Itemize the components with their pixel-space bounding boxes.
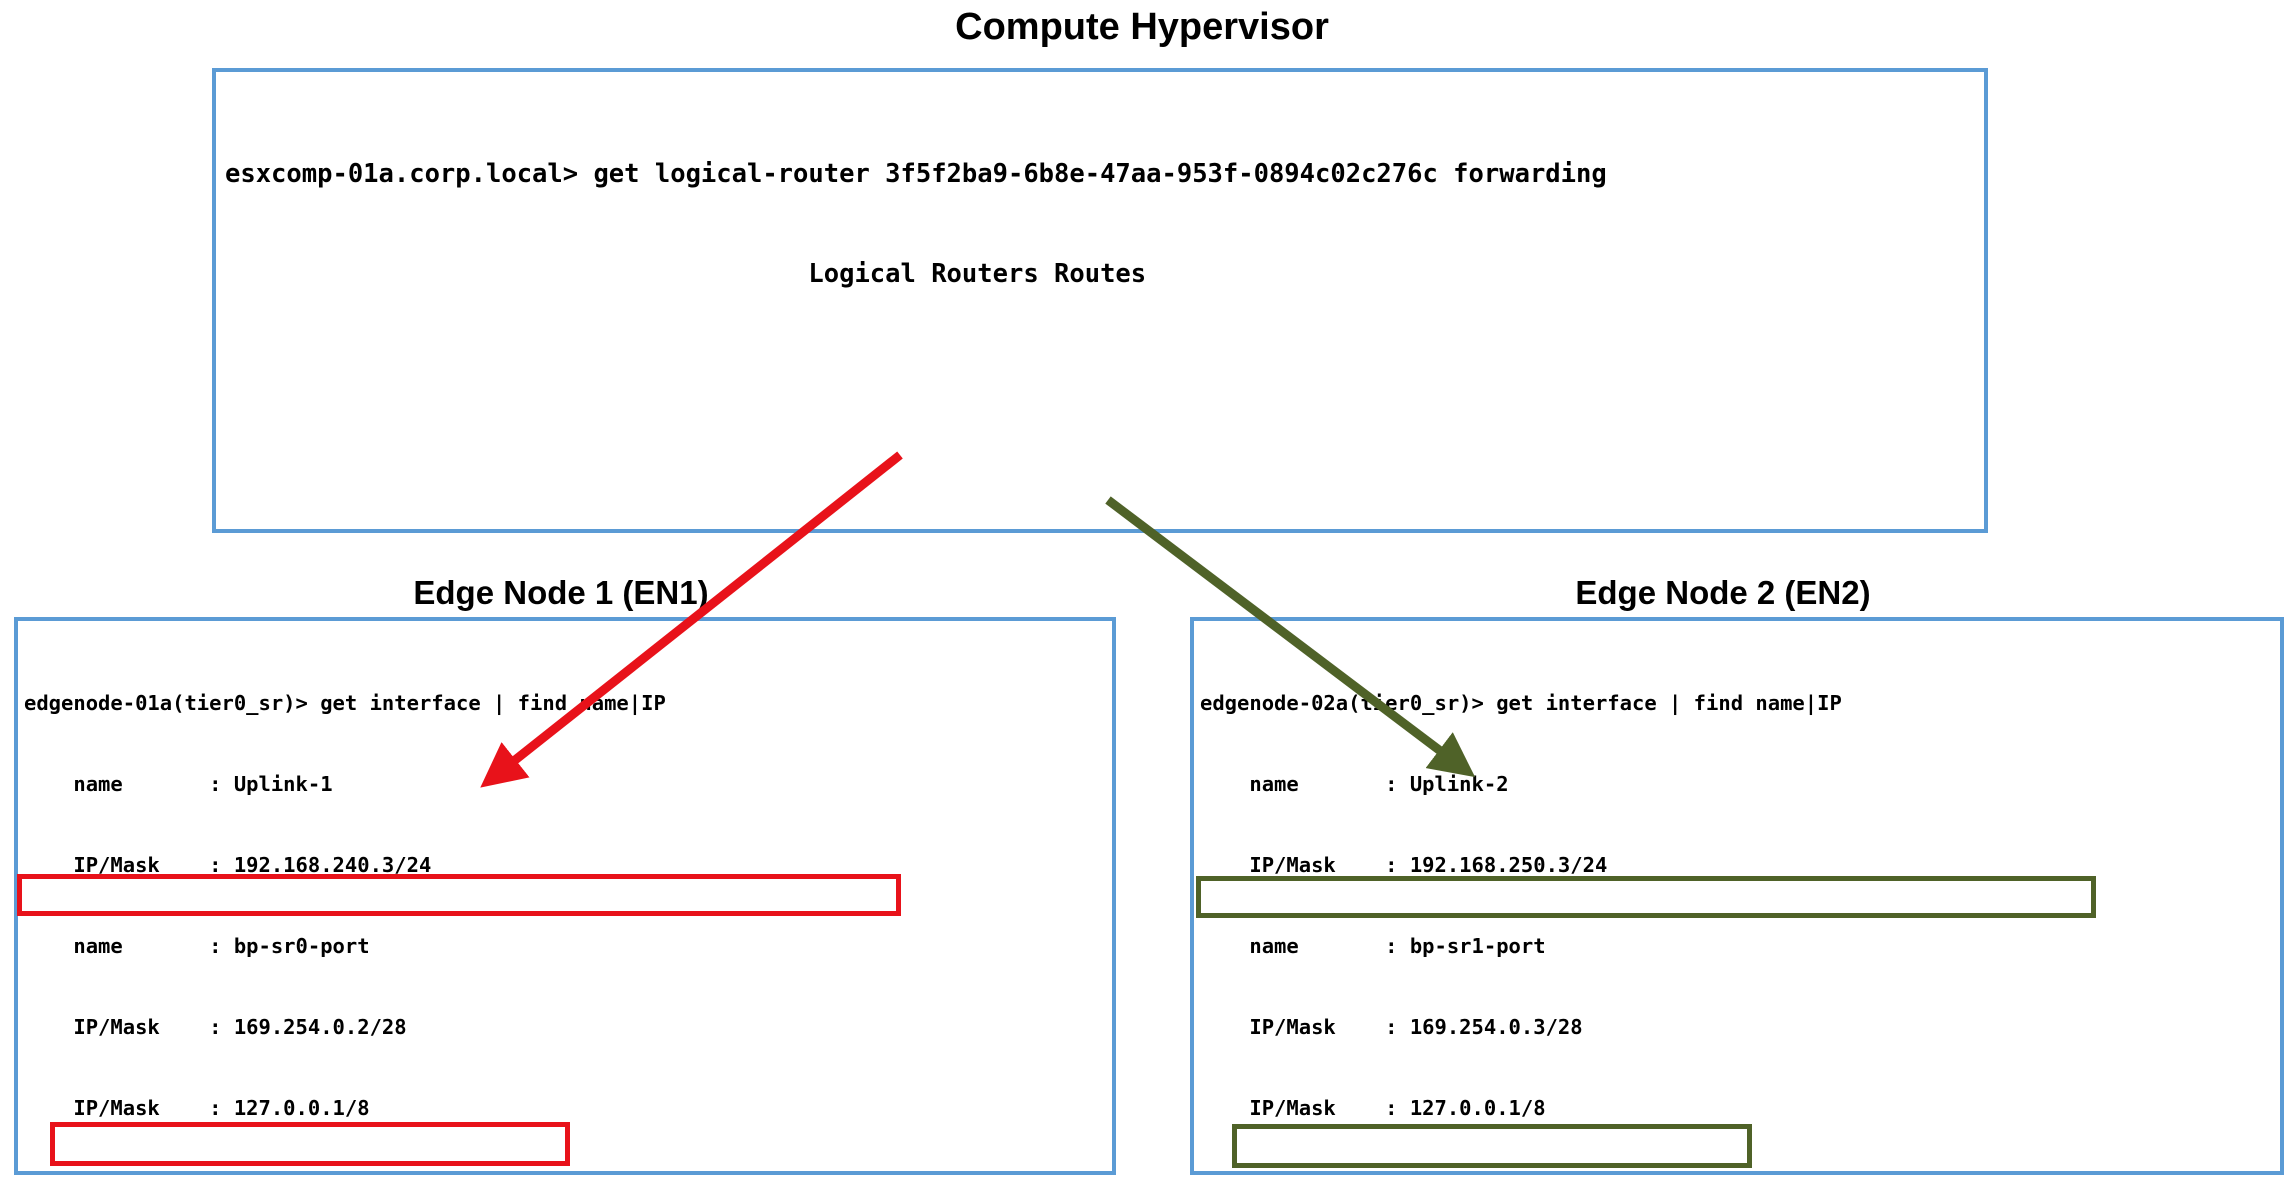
terminal-panel-edge-node-1[interactable]: edgenode-01a(tier0_sr)> get interface | … [14,617,1116,1175]
terminal-panel-compute-hypervisor[interactable]: esxcomp-01a.corp.local> get logical-rout… [212,68,1988,533]
arrow-red-gateway-to-en1 [480,451,903,788]
terminal-output-hypervisor: esxcomp-01a.corp.local> get logical-rout… [225,82,1730,529]
terminal-output-edge-node-1: edgenode-01a(tier0_sr)> get interface | … [24,627,925,1171]
terminal-output-edge-node-2: edgenode-02a(tier0_sr)> get interface | … [1200,627,2089,1171]
terminal-panel-edge-node-2[interactable]: edgenode-02a(tier0_sr)> get interface | … [1190,617,2284,1175]
arrow-green-gateway-to-en2 [1105,496,1476,778]
page-title-edge-node-2: Edge Node 2 (EN2) [1575,574,1871,611]
page-title-compute-hypervisor: Compute Hypervisor [955,6,1329,48]
page-title-edge-node-1: Edge Node 1 (EN1) [413,574,709,611]
